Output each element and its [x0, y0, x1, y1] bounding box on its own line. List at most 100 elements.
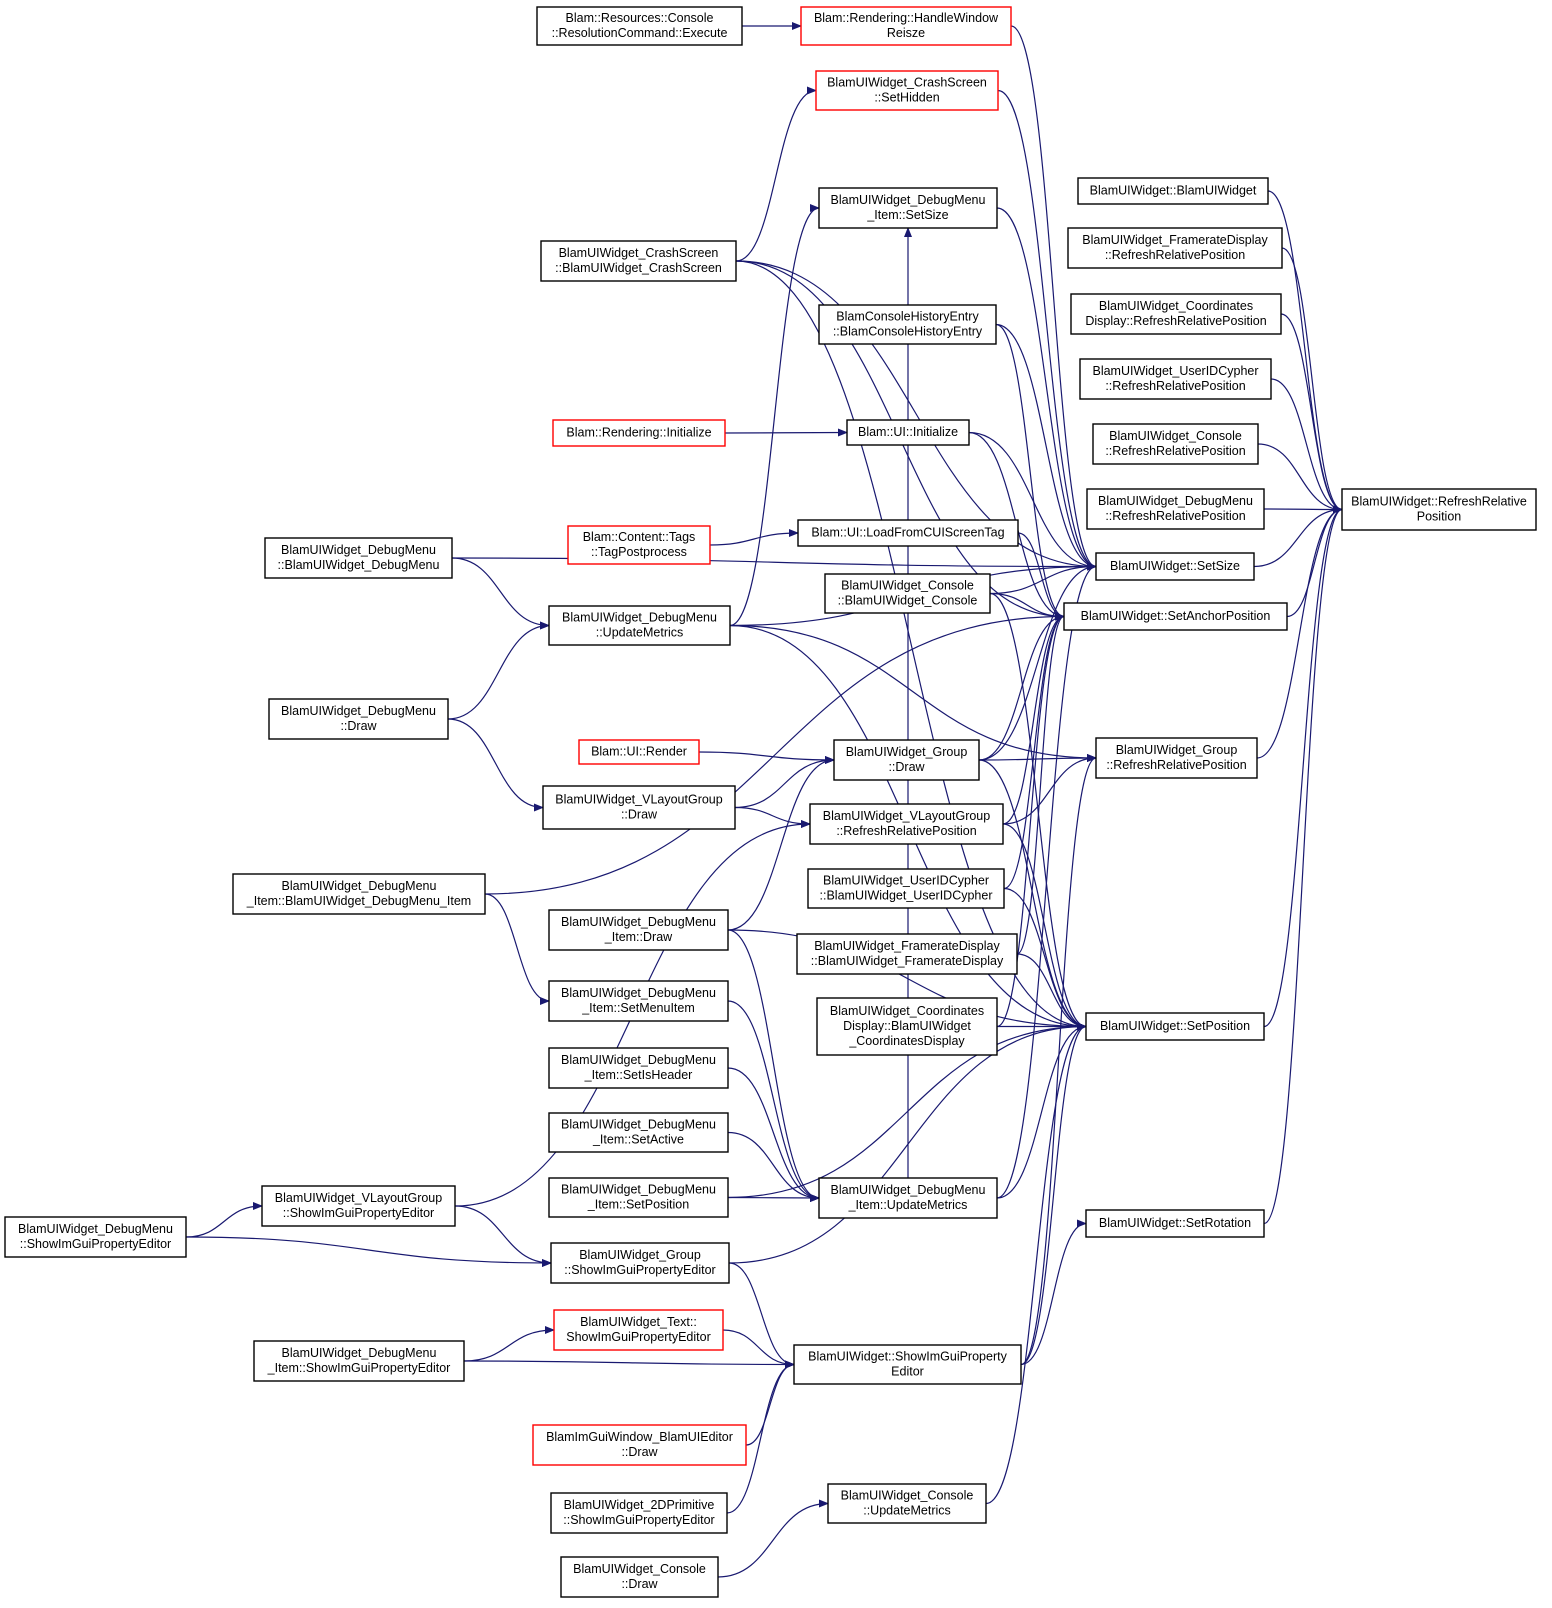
node-dm-um[interactable]: BlamUIWidget_DebugMenu::UpdateMetrics	[548, 605, 731, 646]
node-box	[540, 240, 737, 282]
node-grp-pe[interactable]: BlamUIWidget_Group::ShowImGuiPropertyEdi…	[550, 1242, 730, 1284]
node-dmi-pos[interactable]: BlamUIWidget_DebugMenu_Item::SetPosition	[548, 1177, 729, 1218]
node-dm-ctor[interactable]: BlamUIWidget_DebugMenu::BlamUIWidget_Deb…	[264, 537, 453, 579]
node-label: ::UpdateMetrics	[863, 1504, 951, 1518]
node-label: _Item::Draw	[604, 930, 673, 944]
node-box	[1063, 602, 1288, 631]
node-box	[827, 1483, 987, 1524]
node-res-cmd[interactable]: Blam::Resources::Console::ResolutionComm…	[536, 6, 743, 46]
nodes-layer: BlamUIWidget::RefreshRelativePositionBla…	[4, 6, 1537, 1598]
node-co-rp[interactable]: BlamUIWidget_CoordinatesDisplay::Refresh…	[1070, 293, 1282, 335]
node-box	[264, 537, 453, 579]
node-label: ::RefreshRelativePosition	[1106, 758, 1246, 772]
node-dm-rp[interactable]: BlamUIWidget_DebugMenu::RefreshRelativeP…	[1086, 488, 1265, 530]
node-label: ::Draw	[621, 808, 658, 822]
node-win-draw[interactable]: BlamImGuiWindow_BlamUIEditor::Draw	[532, 1424, 747, 1466]
node-dmi-ctor[interactable]: BlamUIWidget_DebugMenu_Item::BlamUIWidge…	[232, 873, 486, 915]
node-box	[833, 739, 980, 781]
node-box	[553, 1309, 724, 1351]
node-box	[548, 1112, 729, 1153]
node-fr-ctor[interactable]: BlamUIWidget_FramerateDisplay::BlamUIWid…	[796, 933, 1018, 975]
node-box	[532, 1424, 747, 1466]
node-label: Blam::UI::Initialize	[858, 425, 958, 439]
node-box	[797, 519, 1019, 547]
node-setrot[interactable]: BlamUIWidget::SetRotation	[1085, 1209, 1265, 1238]
node-con-ctor[interactable]: BlamUIWidget_Console::BlamUIWidget_Conso…	[824, 573, 991, 614]
node-box	[1092, 423, 1259, 465]
node-setanchor[interactable]: BlamUIWidget::SetAnchorPosition	[1063, 602, 1288, 631]
node-label: ::ShowImGuiPropertyEditor	[563, 1513, 714, 1527]
node-box	[1079, 358, 1272, 400]
node-label: BlamUIWidget_FramerateDisplay	[1082, 233, 1268, 247]
node-setsize[interactable]: BlamUIWidget::SetSize	[1095, 552, 1255, 581]
node-cs-hidden[interactable]: BlamUIWidget_CrashScreen::SetHidden	[815, 70, 999, 111]
node-ui-init[interactable]: Blam::UI::Initialize	[846, 419, 970, 446]
node-prim-pe[interactable]: BlamUIWidget_2DPrimitive::ShowImGuiPrope…	[550, 1492, 728, 1534]
edge-dmi_pos-to-dmi_um	[727, 1193, 820, 1202]
edge-grp_pe-to-show_pe	[728, 1262, 795, 1369]
node-label: BlamUIWidget_DebugMenu	[562, 611, 717, 625]
node-box	[536, 6, 743, 46]
node-grp-rp[interactable]: BlamUIWidget_Group::RefreshRelativePosit…	[1095, 737, 1258, 779]
node-dmi-hdr[interactable]: BlamUIWidget_DebugMenu_Item::SetIsHeader	[548, 1047, 729, 1089]
node-label: BlamUIWidget_Coordinates	[830, 1004, 984, 1018]
node-box	[548, 1177, 729, 1218]
node-label: Position	[1417, 510, 1462, 524]
node-con-draw[interactable]: BlamUIWidget_Console::Draw	[560, 1556, 719, 1598]
node-dmi-um[interactable]: BlamUIWidget_DebugMenu_Item::UpdateMetri…	[818, 1177, 998, 1219]
edge-win_draw-to-show_pe	[745, 1360, 795, 1446]
node-root[interactable]: BlamUIWidget::RefreshRelativePosition	[1341, 488, 1537, 531]
edge-cs_hidden-to-setsize	[997, 89, 1097, 571]
node-label: _Item::ShowImGuiPropertyEditor	[267, 1361, 451, 1375]
node-label: Reisze	[887, 26, 925, 40]
node-dmi-smi[interactable]: BlamUIWidget_DebugMenu_Item::SetMenuItem	[548, 980, 729, 1022]
node-vl-draw[interactable]: BlamUIWidget_VLayoutGroup::Draw	[542, 785, 736, 830]
node-box	[1067, 227, 1283, 269]
edge-dm_um-to-grp_rp	[729, 624, 1097, 762]
node-label: ::RefreshRelativePosition	[1105, 444, 1245, 458]
node-ui-load[interactable]: Blam::UI::LoadFromCUIScreenTag	[797, 519, 1019, 547]
node-dmi-draw[interactable]: BlamUIWidget_DebugMenu_Item::Draw	[548, 909, 729, 951]
edge-setpos-to-root	[1263, 505, 1343, 1028]
node-dm-draw[interactable]: BlamUIWidget_DebugMenu::Draw	[268, 698, 449, 740]
node-label: BlamUIWidget_DebugMenu	[282, 879, 437, 893]
node-vl-pe[interactable]: BlamUIWidget_VLayoutGroup::ShowImGuiProp…	[261, 1185, 456, 1227]
node-fr-rp[interactable]: BlamUIWidget_FramerateDisplay::RefreshRe…	[1067, 227, 1283, 269]
node-label: BlamUIWidget_Coordinates	[1099, 299, 1253, 313]
node-label: BlamUIWidget_VLayoutGroup	[823, 809, 990, 823]
node-box	[1086, 488, 1265, 530]
edge-prim_pe-to-show_pe	[726, 1360, 795, 1514]
node-ui-render[interactable]: Blam::UI::Render	[578, 739, 700, 765]
node-uid-rp[interactable]: BlamUIWidget_UserIDCypher::RefreshRelati…	[1079, 358, 1272, 400]
node-dmi-setsize[interactable]: BlamUIWidget_DebugMenu_Item::SetSize	[818, 187, 998, 229]
node-dmi-act[interactable]: BlamUIWidget_DebugMenu_Item::SetActive	[548, 1112, 729, 1153]
node-uid-ctor[interactable]: BlamUIWidget_UserIDCypher::BlamUIWidget_…	[807, 868, 1005, 909]
node-label: BlamUIWidget::SetRotation	[1099, 1216, 1251, 1230]
node-r-init[interactable]: Blam::Rendering::Initialize	[552, 419, 726, 447]
node-cs-ctor[interactable]: BlamUIWidget_CrashScreen::BlamUIWidget_C…	[540, 240, 737, 282]
node-label: BlamUIWidget_2DPrimitive	[564, 1498, 715, 1512]
node-show-pe[interactable]: BlamUIWidget::ShowImGuiPropertyEditor	[793, 1344, 1022, 1385]
node-label: ::RefreshRelativePosition	[836, 824, 976, 838]
node-label: BlamUIWidget_Group	[1116, 743, 1238, 757]
node-txt-pe[interactable]: BlamUIWidget_Text::ShowImGuiPropertyEdit…	[553, 1309, 724, 1351]
node-setpos[interactable]: BlamUIWidget::SetPosition	[1085, 1012, 1265, 1041]
edge-show_pe-to-setpos	[1020, 1022, 1087, 1366]
node-con-um[interactable]: BlamUIWidget_Console::UpdateMetrics	[827, 1483, 987, 1524]
node-label: BlamUIWidget_Console	[573, 1562, 706, 1576]
node-label: _Item::SetPosition	[587, 1198, 689, 1212]
edge-cs_ctor-to-setsize	[735, 260, 1097, 571]
node-box	[796, 933, 1018, 975]
node-dmi-pe[interactable]: BlamUIWidget_DebugMenu_Item::ShowImGuiPr…	[253, 1340, 465, 1382]
node-con-rp[interactable]: BlamUIWidget_Console::RefreshRelativePos…	[1092, 423, 1259, 465]
node-chist[interactable]: BlamConsoleHistoryEntry::BlamConsoleHist…	[818, 304, 997, 345]
node-tagpost[interactable]: Blam::Content::Tags::TagPostprocess	[567, 525, 711, 565]
node-dm-pe[interactable]: BlamUIWidget_DebugMenu::ShowImGuiPropert…	[4, 1216, 187, 1258]
node-vl-rp[interactable]: BlamUIWidget_VLayoutGroup::RefreshRelati…	[809, 803, 1004, 845]
node-label: ::BlamUIWidget_DebugMenu	[278, 558, 440, 572]
node-grp-draw[interactable]: BlamUIWidget_Group::Draw	[833, 739, 980, 781]
node-co-ctor[interactable]: BlamUIWidget_CoordinatesDisplay::BlamUIW…	[816, 997, 998, 1056]
node-box	[815, 70, 999, 111]
node-ctor[interactable]: BlamUIWidget::BlamUIWidget	[1077, 177, 1269, 205]
